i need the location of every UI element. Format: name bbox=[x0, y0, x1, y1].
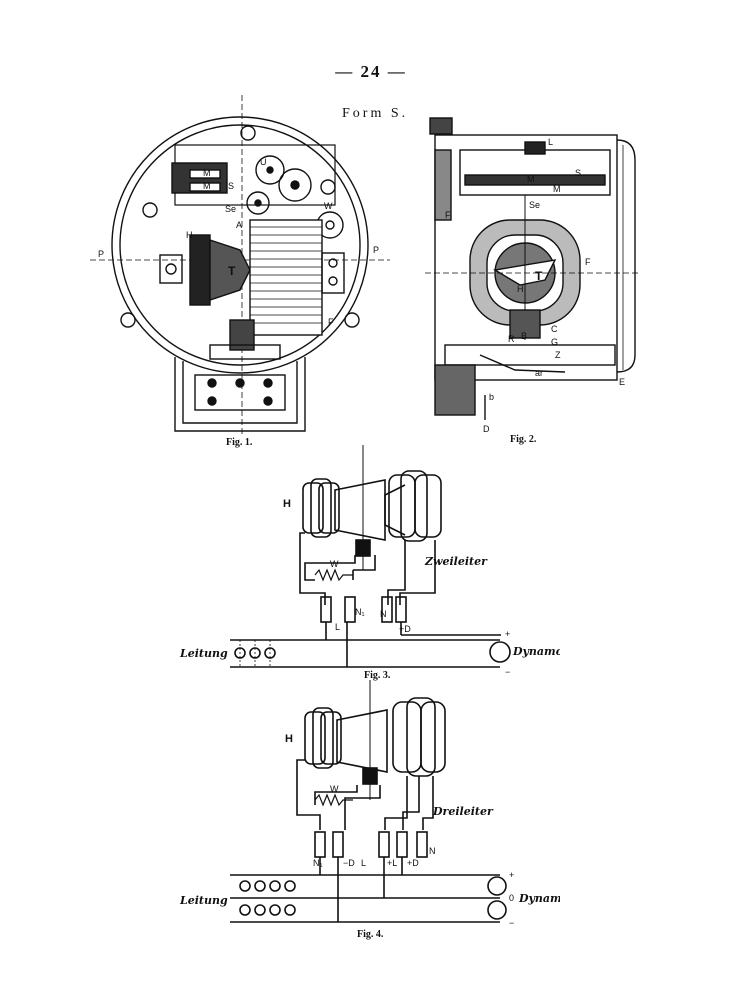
fig3-label-H: H bbox=[283, 498, 291, 510]
fig2-label-F-right: F bbox=[585, 257, 591, 267]
fig2-label-M1: M bbox=[527, 174, 535, 184]
fig2-label-b: b bbox=[489, 392, 494, 402]
fig2-drawing: L S M M Se F F T H R B C G Z ar b D E bbox=[425, 117, 640, 434]
fig2-label-Z: Z bbox=[555, 350, 561, 360]
fig4-mode: Dreileiter bbox=[432, 805, 494, 818]
fig1-label-T: T bbox=[228, 264, 236, 278]
fig4-leitung: Leitung bbox=[179, 894, 228, 907]
fig2-label-Se: Se bbox=[529, 200, 540, 210]
fig1-label-P-right: P bbox=[373, 245, 379, 255]
fig3-label-W: W bbox=[330, 559, 339, 569]
fig3-label-N: N bbox=[380, 609, 387, 619]
fig1-label-U: U bbox=[260, 157, 267, 167]
fig3-label-plus: + bbox=[505, 629, 510, 639]
fig4-label-N1: N₁ bbox=[313, 858, 323, 868]
fig4-drawing: H W N₁ −D L +L +D N + 0 − Dreileiter Lei… bbox=[179, 680, 560, 928]
fig2-label-S: S bbox=[575, 168, 581, 178]
fig2-label-G: G bbox=[551, 337, 558, 347]
fig4-label-N: N bbox=[429, 846, 436, 856]
fig1-label-M2: M bbox=[203, 181, 211, 191]
fig3-dynamo: Dynamo bbox=[512, 645, 560, 658]
fig2-label-T: T bbox=[535, 269, 543, 283]
form-label: Form S. bbox=[342, 106, 409, 121]
page-number: — 24 — bbox=[335, 62, 407, 81]
fig1-label-H: H bbox=[186, 230, 193, 240]
fig2-label-L: L bbox=[548, 137, 553, 147]
fig4-label-plusD: +D bbox=[407, 858, 419, 868]
fig3-drawing: H W N₁ N L +D + − Zweileiter Leitung Dyn… bbox=[179, 445, 560, 677]
fig4-label-zero: 0 bbox=[509, 893, 514, 903]
fig1-caption: Fig. 1. bbox=[226, 437, 253, 448]
fig1-label-S: S bbox=[228, 181, 234, 191]
fig1-label-A: A bbox=[236, 220, 242, 230]
fig2-caption: Fig. 2. bbox=[510, 434, 537, 445]
fig2-label-B: B bbox=[521, 331, 527, 341]
fig1-label-W: W bbox=[324, 201, 333, 211]
fig2-label-F-left: F bbox=[445, 210, 451, 220]
fig2-label-R: R bbox=[508, 334, 515, 344]
fig3-leitung: Leitung bbox=[179, 647, 228, 660]
fig3-label-plusD: +D bbox=[399, 624, 411, 634]
fig4-label-W: W bbox=[330, 784, 339, 794]
fig1-label-Se: Se bbox=[225, 204, 236, 214]
fig4-label-H: H bbox=[285, 733, 293, 745]
fig2-label-C: C bbox=[551, 324, 558, 334]
fig1-label-P-left: P bbox=[98, 249, 104, 259]
fig1-label-M1: M bbox=[203, 168, 211, 178]
fig4-label-L: L bbox=[361, 858, 366, 868]
fig2-label-D: D bbox=[483, 424, 490, 434]
fig2-label-ar: ar bbox=[535, 368, 543, 378]
fig4-label-minusD: −D bbox=[343, 858, 355, 868]
fig1-label-F: F bbox=[328, 317, 334, 327]
fig4-caption: Fig. 4. bbox=[357, 929, 384, 940]
fig2-label-H: H bbox=[517, 284, 524, 294]
fig3-label-minus: − bbox=[505, 667, 510, 677]
fig3-label-N1: N₁ bbox=[355, 607, 365, 617]
fig1-drawing: U M M S Se W A H T F P P bbox=[90, 95, 390, 435]
fig4-label-plus: + bbox=[509, 870, 514, 880]
fig2-label-M2: M bbox=[553, 184, 561, 194]
fig2-label-E: E bbox=[619, 377, 625, 387]
fig3-caption: Fig. 3. bbox=[364, 670, 391, 681]
fig3-label-L: L bbox=[335, 622, 340, 632]
fig4-label-plusL: +L bbox=[387, 858, 397, 868]
fig4-label-minus: − bbox=[509, 918, 514, 928]
fig4-dynamo: Dynamo bbox=[518, 892, 560, 905]
fig3-mode: Zweileiter bbox=[424, 555, 488, 568]
